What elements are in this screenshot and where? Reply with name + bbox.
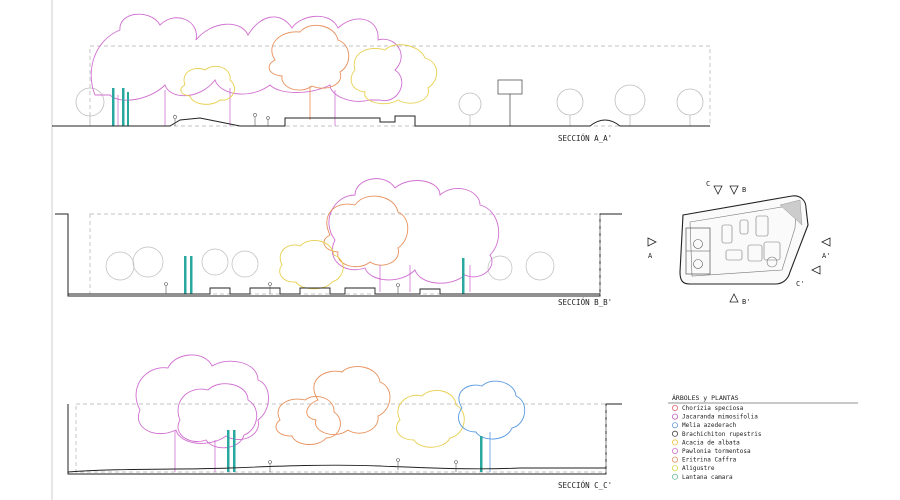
legend-item-label: Melia azederach: [682, 422, 737, 429]
legend-swatch-icon: [672, 404, 679, 411]
legend-item-label: Lantana camara: [682, 474, 733, 481]
section-c-drawing: [67, 354, 622, 475]
legend-item: Melia azederach: [672, 422, 737, 429]
legend-item-label: Acacia de albata: [682, 439, 740, 446]
legend-swatch-icon: [672, 447, 679, 454]
marker-c: C: [706, 180, 710, 188]
legend-item: Lantana camara: [672, 473, 733, 481]
key-plan: A A' B B' C C': [647, 180, 830, 306]
legend-item: Jacaranda mimosifolia: [672, 413, 758, 421]
legend-swatch-icon: [672, 439, 679, 446]
section-b-drawing: [55, 178, 622, 297]
legend-title: ÁRBOLES y PLANTAS: [672, 393, 739, 402]
section-c-label: SECCIÓN C_C': [558, 481, 612, 490]
legend-swatch-icon: [672, 413, 679, 420]
legend-item-label: Jacaranda mimosifolia: [682, 414, 758, 421]
legend: ÁRBOLES y PLANTAS Chorizia speciosaJacar…: [668, 393, 858, 481]
legend-item: Eritrina Caffra: [672, 456, 737, 464]
legend-item: Acacia de albata: [672, 439, 740, 446]
legend-item-label: Eritrina Caffra: [682, 457, 737, 464]
legend-swatch-icon: [672, 430, 679, 437]
section-a-drawing: [52, 13, 711, 127]
legend-swatch-icon: [672, 422, 679, 429]
legend-item: Aligustre: [672, 465, 715, 472]
legend-item-label: Chorizia speciosa: [682, 405, 744, 412]
legend-item-label: Brachichiton rupestris: [682, 431, 762, 438]
marker-a-prime: A': [822, 252, 830, 260]
marker-b: B: [742, 186, 746, 194]
legend-item-label: Aligustre: [682, 465, 715, 472]
marker-b-prime: B': [742, 298, 750, 306]
legend-swatch-icon: [672, 473, 679, 480]
legend-item: Chorizia speciosa: [672, 404, 744, 412]
section-a-label: SECCIÓN A_A': [558, 134, 612, 143]
marker-c-prime: C': [796, 280, 804, 288]
legend-item: Pawlonia tormentosa: [672, 447, 751, 455]
legend-swatch-icon: [672, 465, 679, 472]
section-b-label: SECCIÓN B_B': [558, 298, 612, 307]
legend-swatch-icon: [672, 456, 679, 463]
legend-item: Brachichiton rupestris: [672, 430, 762, 438]
marker-a: A: [648, 252, 653, 260]
legend-item-label: Pawlonia tormentosa: [682, 448, 751, 455]
